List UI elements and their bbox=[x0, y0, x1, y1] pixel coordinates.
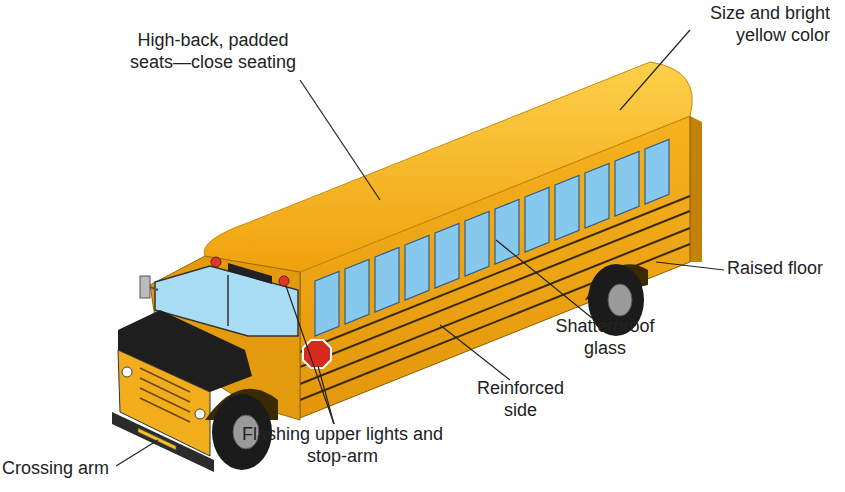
mirror-arm bbox=[150, 287, 158, 290]
bus-window bbox=[315, 271, 339, 336]
grille bbox=[118, 350, 210, 456]
bus-window bbox=[405, 235, 429, 300]
upper-light bbox=[211, 257, 221, 267]
grille-bar bbox=[140, 378, 190, 402]
headlight bbox=[122, 367, 132, 377]
side-stripe bbox=[300, 228, 690, 384]
leader-line bbox=[440, 325, 510, 380]
side-stripe bbox=[300, 244, 690, 400]
leader-line bbox=[286, 286, 334, 424]
grille-bar bbox=[140, 388, 190, 412]
leader-line bbox=[656, 262, 724, 270]
callout-label: High-back, padded seats—close seating bbox=[118, 30, 308, 73]
leader-line bbox=[300, 80, 380, 200]
bus-rear bbox=[690, 116, 702, 262]
side-stripe bbox=[300, 211, 690, 367]
leader-line bbox=[116, 440, 158, 466]
callout-label: Crossing arm bbox=[2, 458, 127, 480]
bus-window bbox=[495, 199, 519, 264]
bus-window bbox=[435, 223, 459, 288]
leader-line bbox=[496, 240, 592, 318]
wheel-hub bbox=[608, 284, 632, 316]
sign-panel bbox=[228, 263, 272, 284]
leader-line bbox=[318, 366, 334, 424]
bus-window bbox=[585, 163, 609, 228]
bus-window bbox=[375, 247, 399, 312]
bus-window bbox=[645, 139, 669, 204]
callout-label: Shatterproof glass bbox=[545, 316, 665, 359]
bumper bbox=[112, 412, 214, 472]
headlight bbox=[195, 409, 205, 419]
bus-window bbox=[345, 259, 369, 324]
windshield-divider bbox=[227, 275, 229, 326]
callout-label: Reinforced side bbox=[468, 378, 573, 421]
grille-bar bbox=[140, 368, 190, 392]
stop-arm bbox=[303, 340, 331, 368]
upper-light bbox=[279, 276, 289, 286]
leader-line bbox=[620, 30, 690, 110]
grille-bar bbox=[140, 398, 190, 422]
callout-label: Raised floor bbox=[727, 258, 842, 280]
bus-window bbox=[555, 175, 579, 240]
callout-label: Size and bright yellow color bbox=[680, 3, 830, 46]
side-mirror bbox=[140, 276, 150, 298]
bus-window bbox=[525, 187, 549, 252]
bus-window bbox=[615, 151, 639, 216]
crossing-arm bbox=[138, 428, 176, 450]
bus-window bbox=[465, 211, 489, 276]
callout-label: Flashing upper lights and stop-arm bbox=[240, 424, 445, 467]
